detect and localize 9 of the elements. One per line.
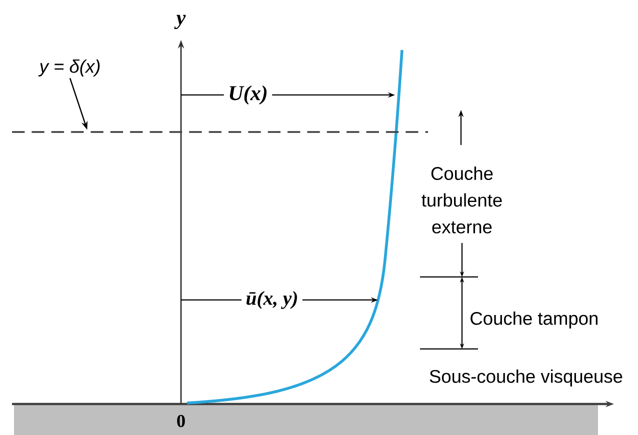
layer-label: Couche tampon bbox=[470, 311, 598, 328]
equation-label: y = δ(x) bbox=[38, 59, 100, 77]
origin-label: 0 bbox=[177, 414, 185, 428]
axis-label: y bbox=[174, 14, 186, 30]
layer-label: Sous-couche visqueuse bbox=[430, 369, 622, 386]
quantity-label: ū(x, y) bbox=[242, 286, 302, 314]
quantity-label: U(x) bbox=[224, 81, 272, 109]
layer-label: Couche turbulente externe bbox=[408, 165, 516, 235]
dashed-line bbox=[12, 131, 428, 133]
